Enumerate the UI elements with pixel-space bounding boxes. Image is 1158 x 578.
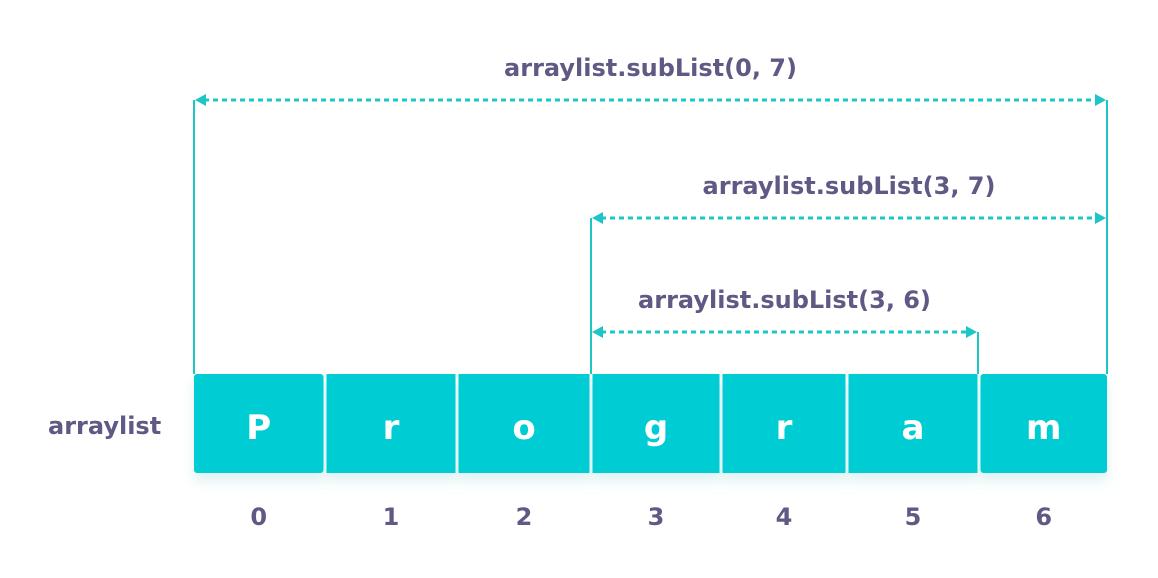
array-cell <box>326 374 456 473</box>
arrow-left-icon <box>592 212 603 224</box>
index-label: 3 <box>648 503 665 531</box>
sublist-range: arraylist.subList(0, 7) <box>193 54 1108 374</box>
sublist-range: arraylist.subList(3, 6) <box>590 286 979 374</box>
array-cell <box>458 374 590 473</box>
cell-value: P <box>246 408 271 448</box>
array-cell <box>722 374 846 473</box>
arrow-right-icon <box>1095 212 1106 224</box>
range-label: arraylist.subList(3, 6) <box>638 286 931 314</box>
cell-value: m <box>1026 408 1061 448</box>
cell-value: g <box>644 408 668 448</box>
index-label: 4 <box>776 503 793 531</box>
index-label: 1 <box>383 503 400 531</box>
index-label: 6 <box>1035 503 1052 531</box>
arrow-right-icon <box>966 326 977 338</box>
array-cell <box>592 374 720 473</box>
cell-value: o <box>512 408 535 448</box>
cell-value: r <box>383 408 400 448</box>
array-cell <box>848 374 978 473</box>
array-label: arraylist <box>48 412 161 440</box>
cell-value: r <box>776 408 793 448</box>
arrow-left-icon <box>592 326 603 338</box>
range-label: arraylist.subList(0, 7) <box>504 54 797 82</box>
array-cell <box>194 374 324 473</box>
index-label: 0 <box>250 503 267 531</box>
array-cell <box>980 374 1107 473</box>
arrow-left-icon <box>195 94 206 106</box>
cell-value: a <box>902 408 925 448</box>
sublist-range: arraylist.subList(3, 7) <box>590 172 1108 374</box>
range-label: arraylist.subList(3, 7) <box>703 172 996 200</box>
index-label: 5 <box>905 503 922 531</box>
index-label: 2 <box>516 503 533 531</box>
arrow-right-icon <box>1095 94 1106 106</box>
